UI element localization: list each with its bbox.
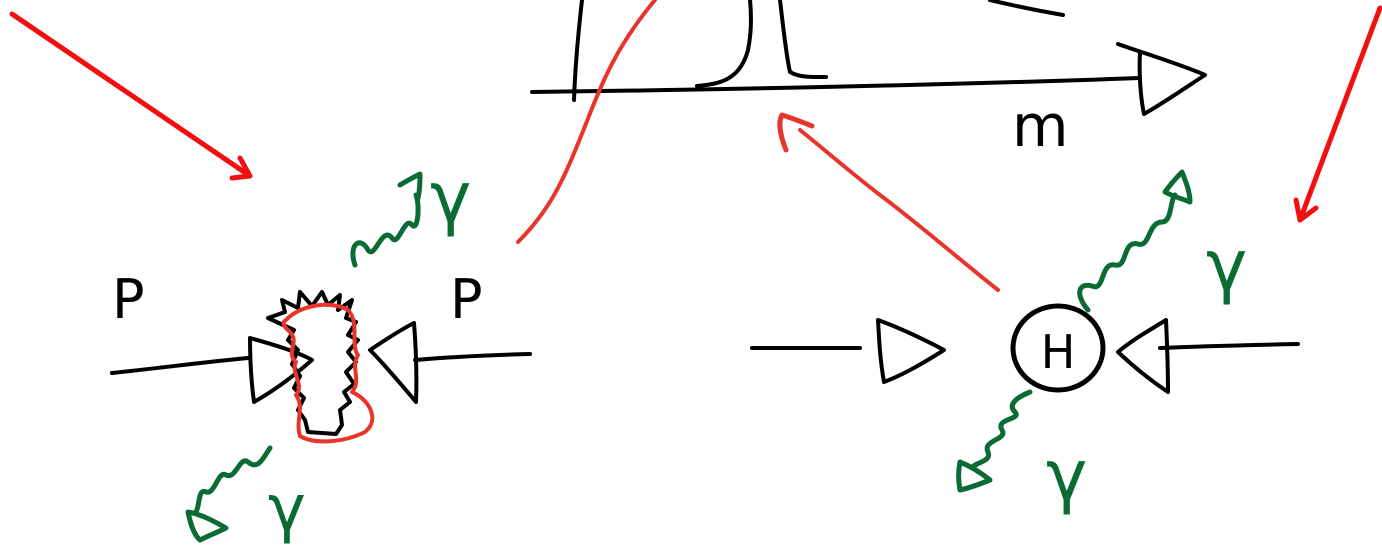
pointer-arrow-left-head: [229, 155, 253, 181]
photon-upper-arrowhead: [1162, 169, 1193, 205]
photon-lower-wavy-line: [969, 389, 1033, 471]
right-beam-label: P: [450, 268, 483, 331]
background-curve: [988, 0, 1065, 17]
connector-higgs-arrowhead: [777, 112, 815, 153]
pointer-arrow-right-head: [1293, 197, 1319, 223]
photon-upper-label: γ: [1206, 225, 1247, 307]
connector-left-to-plot: [516, 0, 657, 244]
right-incoming-line: [1158, 342, 1300, 350]
plot-x-axis: [530, 76, 1142, 94]
higgs-circle: [1010, 303, 1106, 393]
left-incoming-arrowhead: [876, 318, 946, 384]
right-collision: H γ γ: [750, 169, 1300, 517]
photon-lower-label: γ: [1046, 435, 1087, 517]
pointer-arrow-right: [1297, 5, 1382, 223]
photon-upper-label: γ: [430, 157, 471, 239]
right-beam-arrowhead: [368, 321, 419, 404]
collision-debris: [281, 302, 375, 444]
photon-lower-wavy-line: [193, 445, 273, 515]
right-incoming-arrowhead: [1116, 318, 1170, 394]
plot-x-axis-arrowhead: [1116, 42, 1207, 116]
left-beam-line: [110, 356, 250, 375]
left-beam-arrowhead: [248, 336, 314, 404]
right-beam-line: [413, 352, 532, 362]
photon-upper-wavy-line: [1077, 192, 1178, 313]
mass-plot: m: [530, 0, 1207, 160]
higgs-label: H: [1041, 325, 1076, 379]
signal-peak: [695, 0, 828, 88]
pointer-arrow-left: [9, 11, 253, 179]
plot-x-label: m: [1012, 92, 1069, 160]
photon-upper-wavy-line: [350, 192, 421, 268]
photon-lower-label: γ: [268, 472, 306, 546]
photon-upper-arrowhead: [397, 171, 423, 201]
annotations: [9, 0, 1382, 292]
photon-lower-arrowhead: [956, 459, 993, 493]
collision-spikes: [266, 290, 360, 436]
left-beam-label: P: [112, 268, 145, 331]
connector-higgs-to-plot: [798, 128, 1000, 292]
plot-y-axis: [572, 0, 584, 102]
photon-lower-arrowhead: [185, 509, 229, 543]
left-collision: P P γ γ: [110, 157, 532, 546]
